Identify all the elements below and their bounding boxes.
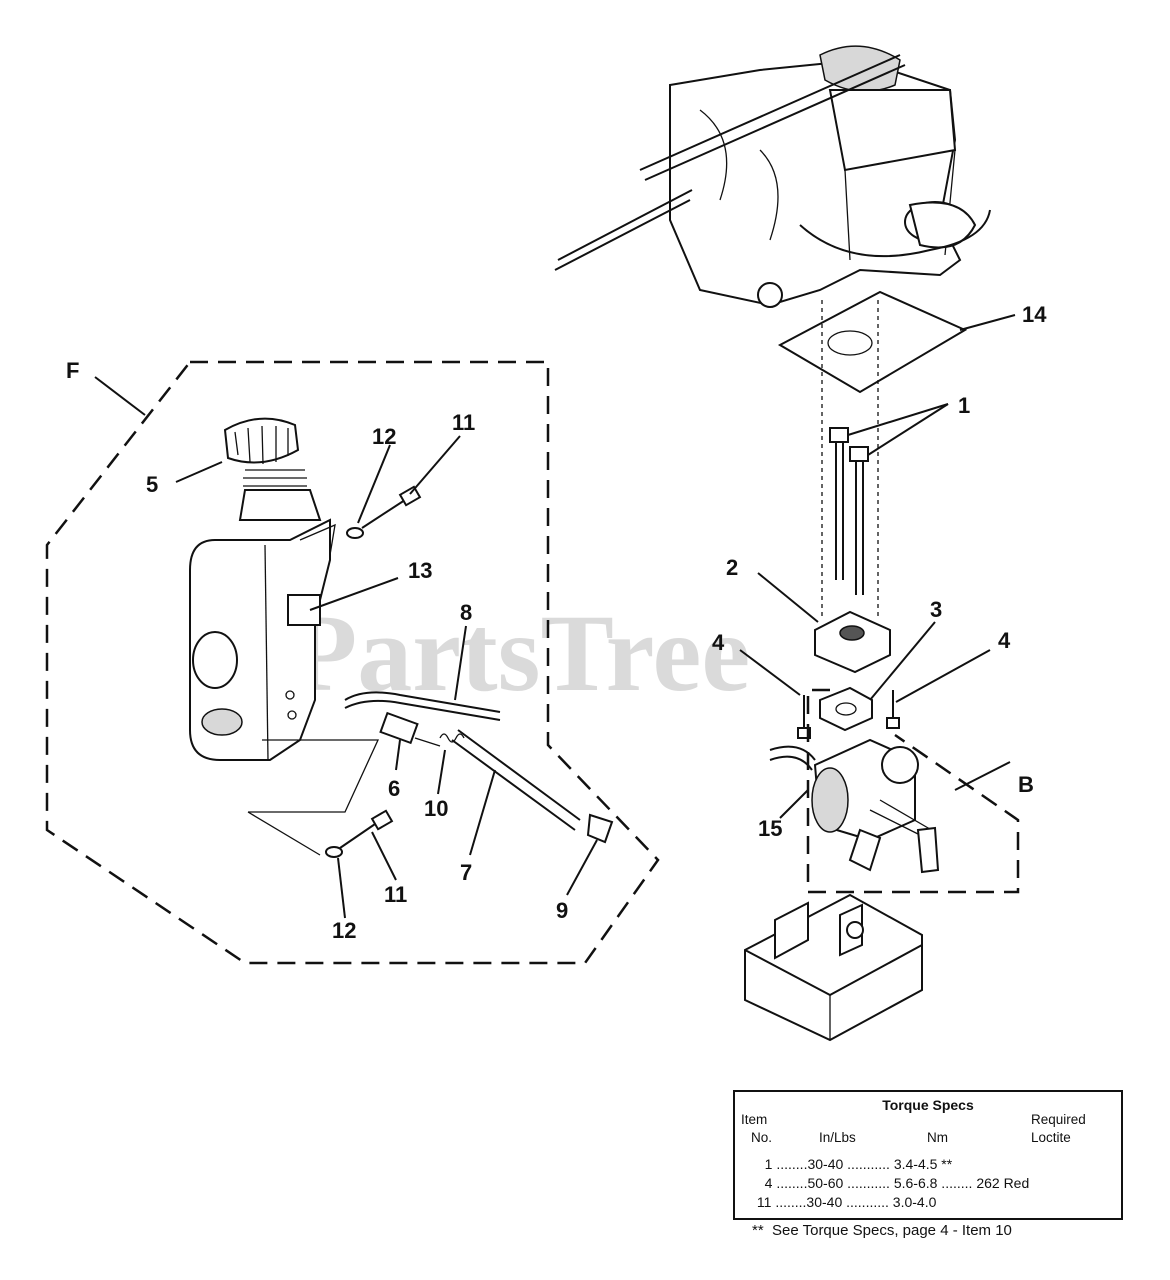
group-f-boundary bbox=[45, 360, 660, 965]
callout-1: 1 bbox=[958, 393, 970, 418]
callout-11-upper: 11 bbox=[452, 410, 475, 435]
group-f-leader bbox=[94, 376, 146, 416]
header-required: Required bbox=[1031, 1112, 1086, 1127]
air-cleaner-base bbox=[744, 893, 923, 1042]
carb-gasket bbox=[819, 686, 873, 732]
callout-6: 6 bbox=[388, 776, 400, 801]
header-loctite: Loctite bbox=[1031, 1130, 1071, 1145]
leader-10 bbox=[437, 749, 446, 795]
fuel-cap bbox=[223, 417, 307, 487]
leader-13 bbox=[309, 577, 399, 611]
leader-12b bbox=[337, 857, 346, 919]
leader-6 bbox=[395, 739, 401, 771]
leader-4a bbox=[739, 649, 801, 696]
leader-8 bbox=[454, 625, 467, 701]
header-nm: Nm bbox=[927, 1130, 948, 1145]
fuel-tank bbox=[189, 489, 336, 761]
carburetor bbox=[811, 738, 940, 874]
bolt-right bbox=[849, 446, 869, 595]
torque-specs-table: Torque Specs Item No. In/Lbs Nm Required… bbox=[733, 1090, 1123, 1220]
header-item: Item bbox=[741, 1112, 768, 1127]
leader-3 bbox=[869, 621, 936, 701]
callout-12-lower: 12 bbox=[332, 918, 356, 943]
callout-F: F bbox=[66, 358, 79, 383]
engine-assembly bbox=[554, 45, 991, 308]
watermark: PartsTree bbox=[290, 592, 750, 714]
fuel-line-8-edge bbox=[344, 699, 501, 721]
group-b-leader bbox=[954, 761, 1011, 791]
callout-14: 14 bbox=[1022, 302, 1047, 327]
callout-9: 9 bbox=[556, 898, 568, 923]
screw-lower bbox=[325, 809, 394, 858]
screw-upper bbox=[346, 485, 422, 539]
leader-11a bbox=[409, 435, 461, 495]
callout-3: 3 bbox=[930, 597, 942, 622]
leader-7 bbox=[469, 769, 496, 856]
header-inlbs: In/Lbs bbox=[819, 1130, 856, 1145]
tank-label-decal bbox=[287, 594, 321, 626]
screw-4-left bbox=[797, 695, 811, 739]
fuel-fitting bbox=[586, 813, 614, 844]
callout-4-left: 4 bbox=[712, 630, 725, 655]
leader-2 bbox=[757, 572, 819, 623]
torque-note: ** See Torque Specs, page 4 - Item 10 bbox=[752, 1222, 1012, 1239]
callout-12-upper: 12 bbox=[372, 424, 396, 449]
leader-12a bbox=[357, 444, 391, 524]
leader-5 bbox=[175, 461, 223, 483]
callout-11-lower: 11 bbox=[384, 882, 407, 907]
fuel-filter bbox=[379, 711, 441, 747]
leader-4b bbox=[895, 649, 991, 703]
callout-7: 7 bbox=[460, 860, 472, 885]
fuel-line-15 bbox=[769, 745, 816, 771]
callout-13: 13 bbox=[408, 558, 432, 583]
callout-B: B bbox=[1018, 772, 1034, 797]
callout-5: 5 bbox=[146, 472, 158, 497]
header-no: No. bbox=[751, 1130, 773, 1145]
torque-row: 11 ........30-40 ........... 3.0-4.0 bbox=[753, 1194, 937, 1210]
torque-row: 4 ........50-60 ........... 5.6-6.8 ....… bbox=[753, 1175, 1030, 1191]
carb-spacer bbox=[814, 610, 891, 674]
gasket-14-port bbox=[827, 330, 873, 356]
callout-15: 15 bbox=[758, 816, 782, 841]
filter-detail-box-edge bbox=[247, 811, 321, 856]
fuel-line-7 bbox=[451, 729, 581, 831]
fuel-line-8 bbox=[344, 691, 501, 713]
leader-1a bbox=[847, 403, 949, 436]
torque-row: 1 ........30-40 ........... 3.4-4.5 ** bbox=[753, 1156, 953, 1172]
leader-1b bbox=[867, 403, 949, 456]
leader-14 bbox=[959, 314, 1016, 331]
filter-detail-box bbox=[248, 739, 380, 813]
screw-4-right bbox=[886, 690, 900, 729]
callout-8: 8 bbox=[460, 600, 472, 625]
leader-15 bbox=[779, 789, 809, 819]
leader-9 bbox=[566, 839, 598, 896]
leader-11b bbox=[371, 831, 397, 881]
spring bbox=[439, 733, 465, 743]
callout-2: 2 bbox=[726, 555, 738, 580]
torque-table-title: Torque Specs bbox=[882, 1097, 974, 1113]
callout-4-right: 4 bbox=[998, 628, 1011, 653]
bolt-left bbox=[829, 427, 849, 580]
callout-10: 10 bbox=[424, 796, 448, 821]
